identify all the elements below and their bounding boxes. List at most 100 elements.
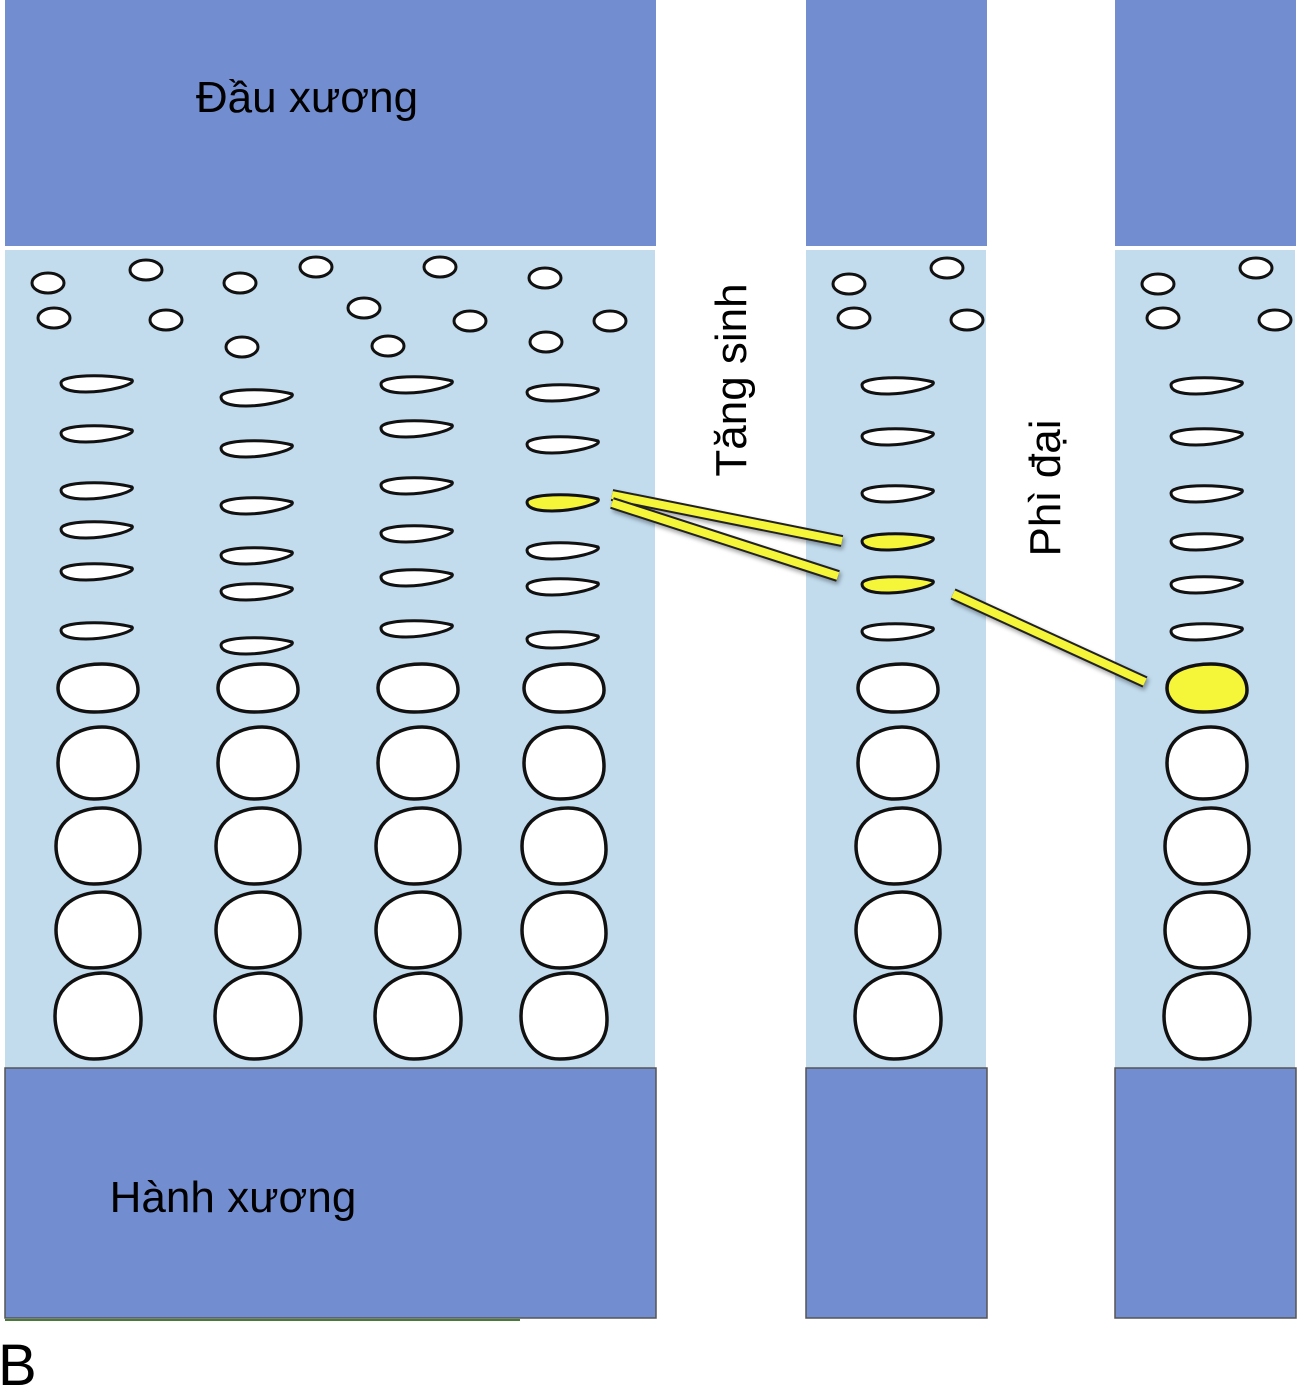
proliferative-chondrocyte xyxy=(525,435,600,455)
resting-chondrocyte xyxy=(224,335,260,359)
proliferative-chondrocyte xyxy=(860,427,935,447)
epiphysis-block-main xyxy=(5,0,656,246)
proliferative-chondrocyte xyxy=(379,524,454,544)
hypertrophic-chondrocyte xyxy=(213,971,303,1061)
proliferative-chondrocyte xyxy=(219,388,294,408)
highlighted-hypertrophic-chondrocyte xyxy=(1165,662,1249,714)
hypertrophic-chondrocyte xyxy=(856,725,940,801)
proliferative-chondrocyte xyxy=(525,383,600,403)
hypertrophic-chondrocyte xyxy=(519,971,609,1061)
resting-chondrocyte xyxy=(452,309,488,333)
hypertrophic-chondrocyte xyxy=(216,725,300,801)
highlighted-proliferative-chondrocyte xyxy=(860,532,935,552)
hypertrophic-chondrocyte xyxy=(374,890,462,970)
hypertrophic-chondrocyte xyxy=(56,725,140,801)
connector-line xyxy=(951,590,1147,686)
resting-chondrocyte xyxy=(527,266,563,290)
highlighted-proliferative-chondrocyte xyxy=(525,493,600,513)
proliferative-chondrocyte xyxy=(59,621,134,641)
resting-chondrocyte xyxy=(1257,308,1293,332)
proliferative-chondrocyte xyxy=(219,636,294,656)
resting-chondrocyte xyxy=(422,255,458,279)
hypertrophic-chondrocyte xyxy=(53,971,143,1061)
hypertrophic-chondrocyte xyxy=(214,806,302,886)
proliferative-chondrocyte xyxy=(59,424,134,444)
connector-line xyxy=(611,491,843,545)
hypertrophic-chondrocyte xyxy=(854,890,942,970)
proliferative-chondrocyte xyxy=(1169,532,1244,552)
proliferative-chondrocyte xyxy=(860,484,935,504)
epiphysis-block-hypertrophy xyxy=(1115,0,1296,246)
proliferative-chondrocyte xyxy=(379,375,454,395)
proliferative-chondrocyte xyxy=(59,374,134,394)
resting-chondrocyte xyxy=(370,334,406,358)
resting-chondrocyte xyxy=(222,271,258,295)
hypertrophy-label: Phì đại xyxy=(1021,420,1070,557)
resting-chondrocyte xyxy=(1140,272,1176,296)
hypertrophic-chondrocyte xyxy=(1163,806,1251,886)
resting-chondrocyte xyxy=(148,308,184,332)
hypertrophic-chondrocyte xyxy=(376,662,460,714)
hypertrophic-chondrocyte xyxy=(216,662,300,714)
hypertrophic-chondrocyte xyxy=(1162,971,1252,1061)
resting-chondrocyte xyxy=(831,272,867,296)
proliferative-chondrocyte xyxy=(59,481,134,501)
resting-chondrocyte xyxy=(836,306,872,330)
proliferative-chondrocyte xyxy=(1169,427,1244,447)
proliferative-chondrocyte xyxy=(219,496,294,516)
proliferative-chondrocyte xyxy=(59,520,134,540)
panel-letter: B xyxy=(0,1333,37,1390)
hypertrophic-chondrocyte xyxy=(522,662,606,714)
metaphysis-block-main xyxy=(4,1067,657,1319)
metaphysis-block-hypertrophy xyxy=(1114,1067,1297,1319)
hypertrophic-chondrocyte xyxy=(853,971,943,1061)
proliferative-chondrocyte xyxy=(1169,484,1244,504)
resting-chondrocyte xyxy=(929,256,965,280)
hypertrophic-chondrocyte xyxy=(1165,725,1249,801)
hypertrophic-chondrocyte xyxy=(522,725,606,801)
highlighted-proliferative-chondrocyte xyxy=(860,575,935,595)
proliferative-chondrocyte xyxy=(219,439,294,459)
resting-chondrocyte xyxy=(592,309,628,333)
proliferative-chondrocyte xyxy=(1169,376,1244,396)
proliferative-chondrocyte xyxy=(1169,575,1244,595)
epiphysis-label: Đầu xương xyxy=(196,73,418,122)
resting-chondrocyte xyxy=(298,255,334,279)
proliferative-chondrocyte xyxy=(219,582,294,602)
hypertrophic-chondrocyte xyxy=(854,806,942,886)
epiphysis-block-proliferation xyxy=(806,0,987,246)
proliferative-chondrocyte xyxy=(379,476,454,496)
proliferative-chondrocyte xyxy=(379,568,454,588)
proliferative-chondrocyte xyxy=(59,562,134,582)
cell-layer xyxy=(30,255,1293,1061)
resting-chondrocyte xyxy=(36,306,72,330)
proliferative-chondrocyte xyxy=(525,577,600,597)
hypertrophic-chondrocyte xyxy=(520,890,608,970)
hypertrophic-chondrocyte xyxy=(520,806,608,886)
proliferative-chondrocyte xyxy=(219,546,294,566)
hypertrophic-chondrocyte xyxy=(54,806,142,886)
proliferative-chondrocyte xyxy=(1169,622,1244,642)
hypertrophic-chondrocyte xyxy=(376,725,460,801)
metaphysis-block-proliferation xyxy=(805,1067,988,1319)
hypertrophic-chondrocyte xyxy=(1163,890,1251,970)
proliferative-chondrocyte xyxy=(379,419,454,439)
proliferative-chondrocyte xyxy=(860,622,935,642)
proliferation-label: Tăng sinh xyxy=(707,283,756,476)
connector-line xyxy=(610,499,840,580)
hypertrophic-chondrocyte xyxy=(54,890,142,970)
hypertrophic-chondrocyte xyxy=(214,890,302,970)
resting-chondrocyte xyxy=(949,308,985,332)
resting-chondrocyte xyxy=(528,330,564,354)
resting-chondrocyte xyxy=(128,258,164,282)
connector-layer xyxy=(610,489,1148,688)
metaphysis-label: Hành xương xyxy=(110,1173,357,1222)
hypertrophic-chondrocyte xyxy=(374,806,462,886)
resting-chondrocyte xyxy=(346,296,382,320)
proliferative-chondrocyte xyxy=(525,630,600,650)
resting-chondrocyte xyxy=(30,271,66,295)
hypertrophic-chondrocyte xyxy=(856,662,940,714)
proliferative-chondrocyte xyxy=(379,619,454,639)
proliferative-chondrocyte xyxy=(860,376,935,396)
